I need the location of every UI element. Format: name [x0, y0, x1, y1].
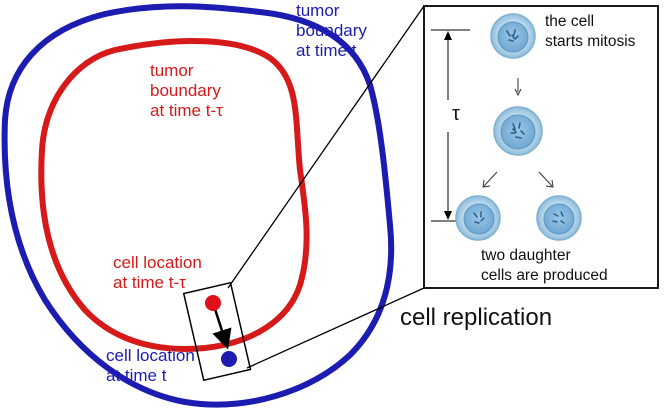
cell-location-t-tau-label-2: at time t-τ: [113, 273, 186, 292]
tau-arrowhead-down: [444, 211, 452, 220]
daughters-label-1: two daughter: [481, 247, 571, 264]
cell-location-t-label-1: cell location: [106, 346, 195, 365]
zoom-line-top: [227, 5, 425, 289]
cell-location-t-tau-label-1: cell location: [113, 253, 202, 272]
tumor-boundary-t-label-3: at time t: [296, 41, 357, 60]
cell-replication-label: cell replication: [400, 304, 553, 331]
cell-dot-t: [221, 351, 237, 367]
mitosis-cell-middle: [493, 106, 543, 156]
cell-location-t-label-2: at time t: [106, 366, 167, 385]
daughters-label-2: cells are produced: [481, 267, 608, 284]
tumor-boundary-t-tau: [38, 38, 310, 353]
arrow-cell2-daughter2: [538, 171, 553, 187]
tumor-boundary-t-tau-label-1: tumor: [150, 61, 194, 80]
tau-arrowhead-up: [444, 31, 452, 40]
arrow-cell2-daughter1: [483, 171, 498, 187]
arrow-cell2-daughter1-head: [482, 179, 491, 188]
arrow-cell1-cell2-head: [514, 88, 522, 97]
tumor-boundary-t-label-2: boundary: [296, 21, 367, 40]
arrow-cell2-daughter2-head: [545, 179, 554, 188]
tumor-boundary-t-tau-label-2: boundary: [150, 81, 221, 100]
tumor-boundary-t-tau-label-3: at time t-τ: [150, 101, 223, 120]
cell-dot-t-tau: [205, 295, 221, 311]
tumor-boundary-t: [1, 3, 395, 408]
movement-arrow: [212, 305, 232, 350]
zoom-line-bottom: [246, 287, 425, 369]
cell-location-box: [182, 281, 252, 382]
tumor-boundary-t-label-1: tumor: [296, 1, 340, 20]
daughter-cell-right: [536, 195, 582, 241]
mitosis-cell-start: [490, 13, 536, 59]
mitosis-start-label-1: the cell: [545, 13, 595, 30]
inset-panel: [423, 5, 659, 289]
tau-label: τ: [452, 103, 460, 125]
mitosis-start-label-2: starts mitosis: [545, 33, 636, 50]
daughter-cell-left: [455, 195, 501, 241]
